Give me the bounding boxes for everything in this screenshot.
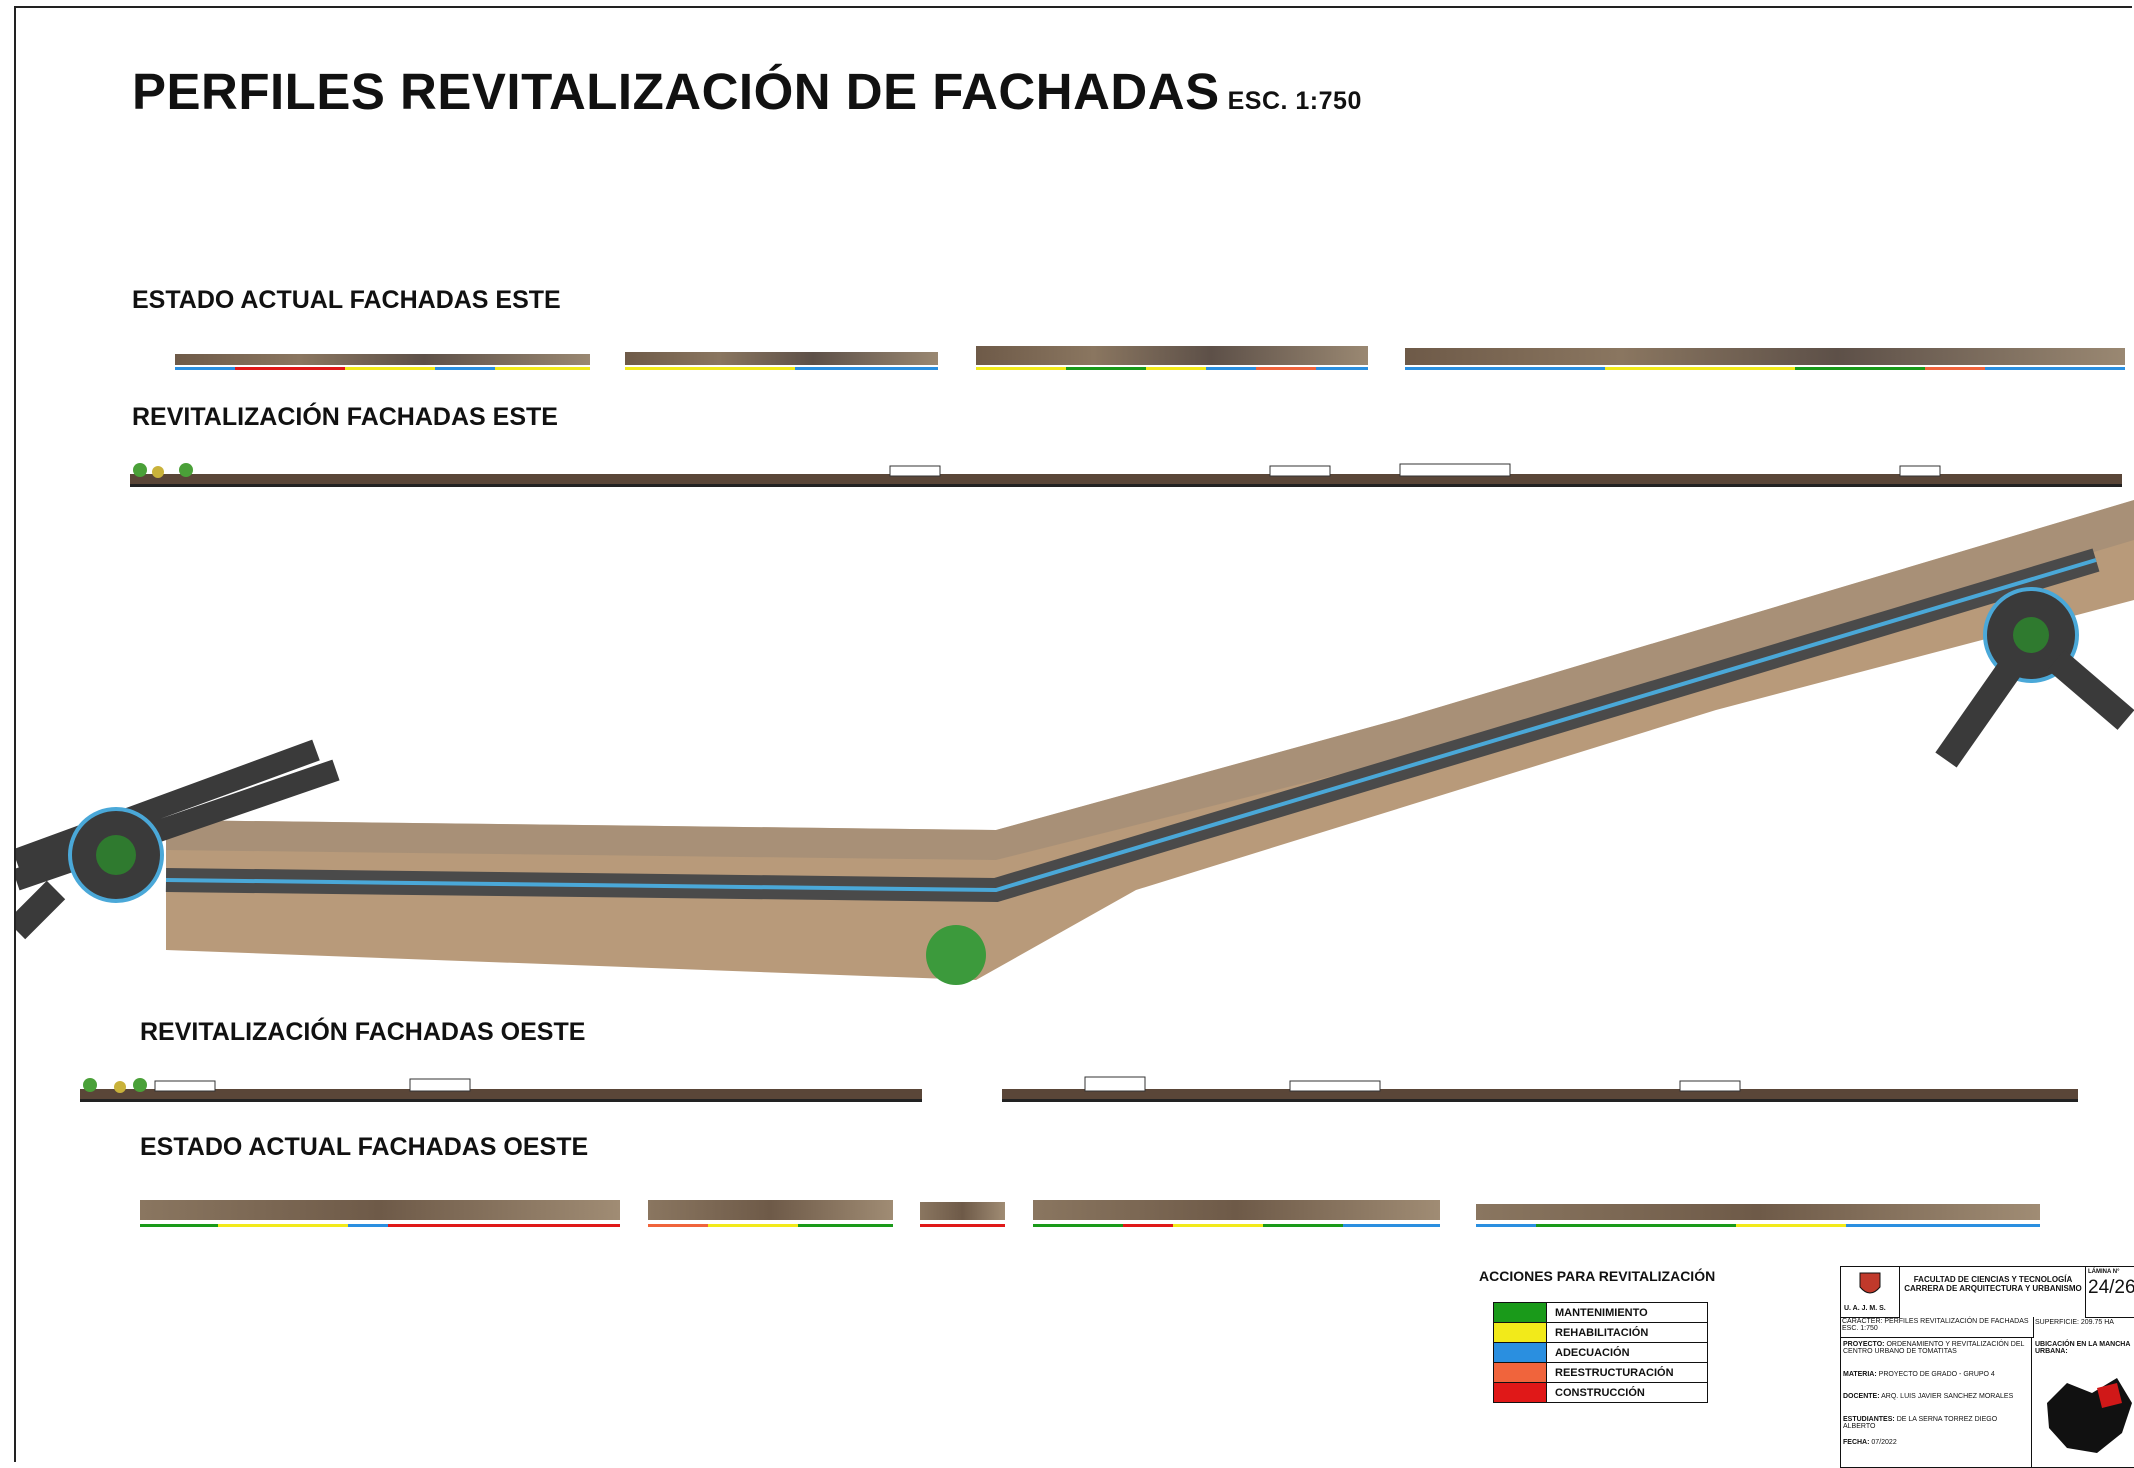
fecha-value: 07/2022 [1871, 1439, 1897, 1446]
legend-swatch [1494, 1383, 1547, 1402]
section-este-revit: REVITALIZACIÓN FACHADAS ESTE [132, 403, 558, 431]
oeste-revit-facade-strip [80, 1076, 2078, 1102]
materia-value: PROYECTO DE GRADO - GRUPO 4 [1878, 1371, 1995, 1378]
este-revit-facade-strip [130, 463, 2122, 487]
sheet-number: 24/26 [2088, 1277, 2134, 1298]
legend-swatch [1494, 1343, 1547, 1362]
location-map [2047, 1378, 2132, 1453]
legend-swatch [1494, 1323, 1547, 1342]
legend-item-reestructuracion: REESTRUCTURACIÓN [1494, 1363, 1707, 1383]
legend-label: ADECUACIÓN [1555, 1346, 1630, 1359]
legend-item-adecuacion: ADECUACIÓN [1494, 1343, 1707, 1363]
crest-icon [1859, 1272, 1881, 1294]
legend-swatch [1494, 1363, 1547, 1382]
project-info: PROYECTO: ORDENAMIENTO Y REVITALIZACIÓN … [1841, 1337, 2032, 1467]
ubicacion-label: UBICACIÓN EN LA MANCHA URBANA: [2035, 1341, 2131, 1355]
lamina-label: LÁMINA N° [2088, 1269, 2120, 1275]
title-text: PERFILES REVITALIZACIÓN DE FACHADAS [132, 63, 1220, 120]
legend-label: REESTRUCTURACIÓN [1555, 1366, 1674, 1379]
estudiantes-value: DE LA SERNA TORREZ DIEGO ALBERTO [1843, 1416, 1998, 1430]
logo-text: U. A. J. M. S. [1844, 1305, 1886, 1312]
docente-value: ARQ. LUIS JAVIER SANCHEZ MORALES [1881, 1393, 2014, 1400]
caracter: CARACTER: PERFILES REVITALIZACIÓN DE FAC… [1841, 1317, 2034, 1338]
drawing-frame [14, 6, 2132, 1462]
legend-item-construccion: CONSTRUCCIÓN [1494, 1383, 1707, 1402]
legend-label: MANTENIMIENTO [1555, 1306, 1648, 1319]
title-block: U. A. J. M. S. FACULTAD DE CIENCIAS Y TE… [1840, 1266, 2134, 1468]
legend-title: ACCIONES PARA REVITALIZACIÓN [1479, 1268, 1716, 1284]
section-oeste-revit: REVITALIZACIÓN FACHADAS OESTE [140, 1018, 586, 1046]
docente-label: DOCENTE: [1843, 1393, 1880, 1400]
legend-label: CONSTRUCCIÓN [1555, 1386, 1645, 1399]
section-este-actual: ESTADO ACTUAL FACHADAS ESTE [132, 286, 561, 314]
legend-swatch [1494, 1303, 1547, 1322]
proyecto-label: PROYECTO: [1843, 1341, 1885, 1348]
legend: MANTENIMIENTO REHABILITACIÓN ADECUACIÓN … [1493, 1302, 1708, 1403]
university-logo: U. A. J. M. S. [1841, 1267, 1900, 1318]
scale-label: ESC. 1:750 [1227, 87, 1362, 115]
legend-item-mantenimiento: MANTENIMIENTO [1494, 1303, 1707, 1323]
este-actual-facade-strip [175, 346, 2125, 370]
section-oeste-actual: ESTADO ACTUAL FACHADAS OESTE [140, 1133, 589, 1161]
street-plan [16, 500, 2134, 985]
fecha-label: FECHA: [1843, 1439, 1870, 1446]
proyecto-value: ORDENAMIENTO Y REVITALIZACIÓN DEL CENTRO… [1843, 1341, 2025, 1355]
estudiantes-label: ESTUDIANTES: [1843, 1416, 1895, 1423]
materia-label: MATERIA: [1843, 1371, 1877, 1378]
superficie: SUPERFICIE: 209.75 HA [2035, 1319, 2114, 1326]
sheet-number-box: LÁMINA N° 24/26 [2085, 1267, 2134, 1318]
faculty-name: FACULTAD DE CIENCIAS Y TECNOLOGÍA CARRER… [1904, 1275, 2082, 1293]
oeste-actual-facade-strip [140, 1200, 2040, 1227]
legend-item-rehabilitacion: REHABILITACIÓN [1494, 1323, 1707, 1343]
legend-label: REHABILITACIÓN [1555, 1326, 1649, 1339]
